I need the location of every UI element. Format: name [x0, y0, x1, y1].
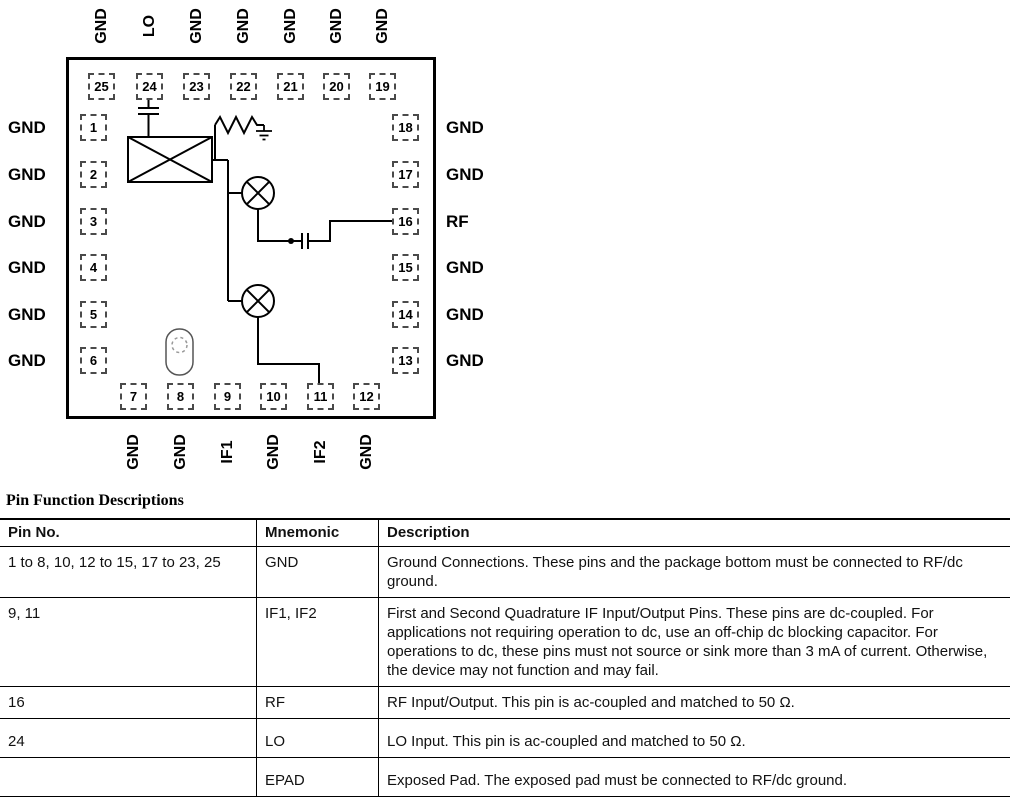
- cell-pin-no: 1 to 8, 10, 12 to 15, 17 to 23, 25: [0, 547, 257, 598]
- pin-18: 18: [392, 114, 419, 141]
- label-pin-14: GND: [446, 301, 484, 328]
- pin-1: 1: [80, 114, 107, 141]
- label-pin-18: GND: [446, 114, 484, 141]
- cell-mnemonic: IF1, IF2: [257, 598, 379, 687]
- label-pin-11: IF2: [309, 420, 333, 484]
- pin-function-table: Pin No. Mnemonic Description 1 to 8, 10,…: [0, 518, 1010, 797]
- mixer1-icon: [242, 177, 274, 209]
- pin-23: 23: [183, 73, 210, 100]
- cell-pin-no: 24: [0, 719, 257, 758]
- label-pin-10: GND: [262, 420, 286, 484]
- label-pin-22: GND: [232, 0, 256, 58]
- col-header-description: Description: [379, 519, 1010, 547]
- col-header-mnemonic: Mnemonic: [257, 519, 379, 547]
- lo-distribution-wire: [212, 160, 242, 301]
- label-pin-13: GND: [446, 347, 484, 374]
- label-pin-2: GND: [8, 161, 46, 188]
- cell-mnemonic: LO: [257, 719, 379, 758]
- epad-marker-icon: [166, 329, 193, 375]
- label-pin-15: GND: [446, 254, 484, 281]
- cell-mnemonic: RF: [257, 687, 379, 719]
- label-pin-4: GND: [8, 254, 46, 281]
- rf-capacitor-icon: [258, 209, 392, 249]
- label-pin-5: GND: [8, 301, 46, 328]
- lo-capacitor-icon: [138, 100, 159, 137]
- cell-description: LO Input. This pin is ac-coupled and mat…: [379, 719, 1010, 758]
- balun-transformer-icon: [128, 137, 212, 182]
- label-pin-24: LO: [138, 0, 162, 58]
- label-pin-16: RF: [446, 208, 469, 235]
- label-pin-25: GND: [90, 0, 114, 58]
- pin-14: 14: [392, 301, 419, 328]
- cell-description: Ground Connections. These pins and the p…: [379, 547, 1010, 598]
- cell-description: First and Second Quadrature IF Input/Out…: [379, 598, 1010, 687]
- table-title: Pin Function Descriptions: [6, 492, 184, 510]
- pin-9: 9: [214, 383, 241, 410]
- ground-icon: [256, 125, 272, 140]
- label-pin-3: GND: [8, 208, 46, 235]
- pin-17: 17: [392, 161, 419, 188]
- pin-11: 11: [307, 383, 334, 410]
- col-header-pin-no: Pin No.: [0, 519, 257, 547]
- pin-21: 21: [277, 73, 304, 100]
- pin-6: 6: [80, 347, 107, 374]
- label-pin-1: GND: [8, 114, 46, 141]
- resistor-icon: [215, 117, 264, 160]
- cell-description: RF Input/Output. This pin is ac-coupled …: [379, 687, 1010, 719]
- label-pin-20: GND: [325, 0, 349, 58]
- cell-pin-no: 9, 11: [0, 598, 257, 687]
- pin-16: 16: [392, 208, 419, 235]
- internal-schematic: [66, 57, 436, 419]
- pin-10: 10: [260, 383, 287, 410]
- pin-8: 8: [167, 383, 194, 410]
- label-pin-23: GND: [185, 0, 209, 58]
- pin-24: 24: [136, 73, 163, 100]
- label-pin-6: GND: [8, 347, 46, 374]
- label-pin-17: GND: [446, 161, 484, 188]
- pin-19: 19: [369, 73, 396, 100]
- label-pin-8: GND: [169, 420, 193, 484]
- cell-mnemonic: GND: [257, 547, 379, 598]
- pin-20: 20: [323, 73, 350, 100]
- pin-13: 13: [392, 347, 419, 374]
- pin-25: 25: [88, 73, 115, 100]
- label-pin-21: GND: [279, 0, 303, 58]
- pin-2: 2: [80, 161, 107, 188]
- cell-pin-no: 16: [0, 687, 257, 719]
- label-pin-12: GND: [355, 420, 379, 484]
- cell-description: Exposed Pad. The exposed pad must be con…: [379, 758, 1010, 797]
- cell-mnemonic: EPAD: [257, 758, 379, 797]
- if2-wire: [258, 317, 319, 383]
- junction-dot: [288, 238, 294, 244]
- pin-22: 22: [230, 73, 257, 100]
- pin-7: 7: [120, 383, 147, 410]
- label-pin-9: IF1: [216, 420, 240, 484]
- mixer2-icon: [242, 285, 274, 317]
- pin-4: 4: [80, 254, 107, 281]
- pin-12: 12: [353, 383, 380, 410]
- pin-5: 5: [80, 301, 107, 328]
- pin-15: 15: [392, 254, 419, 281]
- label-pin-7: GND: [122, 420, 146, 484]
- table-header-row: Pin No. Mnemonic Description: [0, 519, 1010, 547]
- label-pin-19: GND: [371, 0, 395, 58]
- cell-pin-no: [0, 758, 257, 797]
- pin-3: 3: [80, 208, 107, 235]
